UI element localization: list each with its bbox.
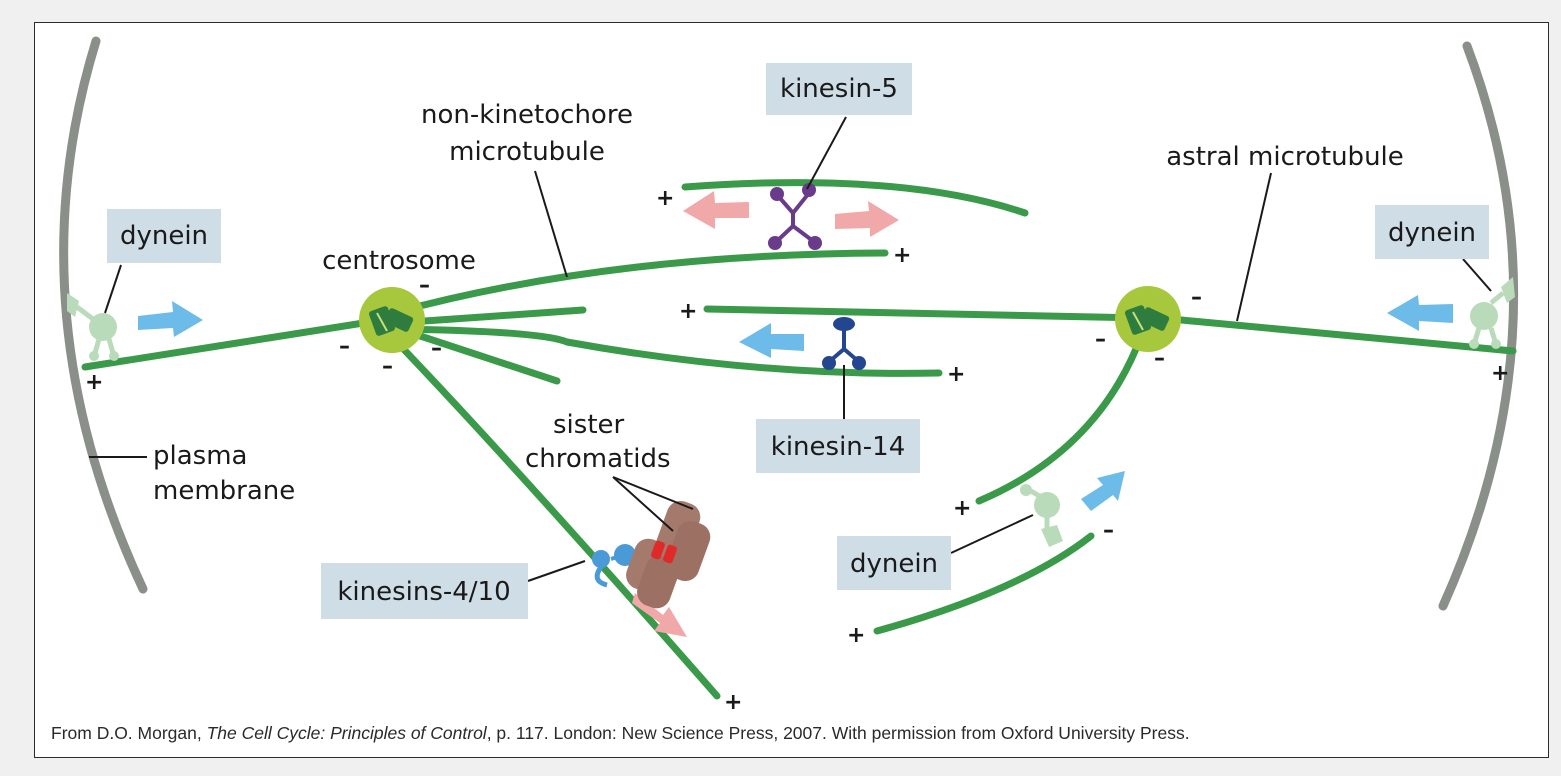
plus-sign: + bbox=[679, 299, 697, 324]
leader-dynein-left bbox=[104, 264, 122, 314]
minus-sign: – bbox=[1103, 518, 1114, 543]
plus-sign: + bbox=[85, 370, 103, 395]
plus-sign: + bbox=[1491, 361, 1509, 386]
plus-sign: + bbox=[893, 243, 911, 268]
plus-sign: + bbox=[953, 496, 971, 521]
polarity-signs: + – – – – + + + + – – – + + – + + bbox=[85, 186, 1509, 715]
caption-prefix: From D.O. Morgan, bbox=[51, 723, 207, 743]
minus-sign: – bbox=[419, 273, 430, 298]
minus-sign: – bbox=[339, 334, 350, 359]
arrow-dynein-right bbox=[1387, 295, 1453, 331]
centrosome-right bbox=[1115, 286, 1181, 352]
minus-sign: – bbox=[1154, 346, 1165, 371]
kinesins410-motor bbox=[592, 544, 636, 588]
minus-sign: – bbox=[431, 336, 442, 361]
plus-sign: + bbox=[947, 362, 965, 387]
dynein-right-label: dynein bbox=[1388, 218, 1476, 248]
kinesin14-label: kinesin-14 bbox=[771, 432, 905, 462]
non-kinetochore-microtubule-right-long bbox=[703, 305, 1147, 322]
dynein-left-label-box bbox=[107, 209, 221, 263]
overlap-microtubule-top bbox=[681, 179, 1029, 217]
leader-sister-a bbox=[612, 476, 674, 532]
dynein-motor-left bbox=[67, 293, 119, 361]
arrow-kinesin5-right bbox=[835, 201, 899, 237]
leader-kinesin5 bbox=[806, 116, 847, 190]
leader-non-kinetochore bbox=[534, 170, 568, 278]
arrow-kinesin5-left bbox=[683, 191, 749, 229]
non-kinetochore-microtubule-left-short bbox=[392, 306, 587, 327]
sister-chromatids bbox=[626, 500, 711, 609]
plus-sign: + bbox=[847, 623, 865, 648]
kinesin5-label-box bbox=[766, 63, 912, 115]
figure-frame: kinesin-5 non-kinetochore microtubule as… bbox=[34, 22, 1549, 758]
plus-sign: + bbox=[656, 186, 674, 211]
minus-sign: – bbox=[1095, 327, 1106, 352]
plus-sign: + bbox=[724, 690, 742, 715]
kinetochore-microtubule bbox=[387, 332, 721, 700]
non-kinetochore-label-line1: non-kinetochore bbox=[421, 100, 633, 130]
arrow-dynein-left bbox=[138, 301, 203, 337]
kinesins410-label-box bbox=[321, 563, 528, 619]
leader-dynein-bottom bbox=[950, 514, 1034, 554]
dynein-motor-right bbox=[1469, 277, 1515, 349]
leader-kinesins410 bbox=[527, 560, 586, 582]
microtubules bbox=[81, 179, 1517, 700]
leader-sister-b bbox=[612, 476, 694, 510]
plasma-membrane-label-line2: membrane bbox=[153, 476, 295, 506]
dynein-left-label: dynein bbox=[120, 221, 208, 251]
microtubule-bottom-right bbox=[873, 532, 1095, 635]
leader-dynein-right bbox=[1462, 258, 1492, 292]
source-caption: From D.O. Morgan, The Cell Cycle: Princi… bbox=[51, 723, 1190, 744]
non-kinetochore-label-line2: microtubule bbox=[449, 137, 605, 167]
leader-lines bbox=[89, 116, 1492, 582]
arrow-kinesin14 bbox=[739, 323, 804, 358]
microtubule-right-lower bbox=[975, 327, 1147, 505]
arrow-dynein-bottom bbox=[1081, 471, 1125, 511]
kinesin5-label: kinesin-5 bbox=[780, 74, 898, 104]
astral-microtubule-right bbox=[1145, 313, 1517, 355]
dynein-bottom-label: dynein bbox=[850, 549, 938, 579]
caption-book-title: The Cell Cycle: Principles of Control bbox=[206, 723, 487, 743]
sister-chromatids-label-line2: chromatids bbox=[525, 444, 671, 474]
plasma-membrane-label-line1: plasma bbox=[153, 441, 247, 471]
kinesin14-label-box bbox=[756, 419, 920, 473]
kinesin5-motor bbox=[768, 183, 822, 250]
dynein-motor-bottom bbox=[1020, 484, 1063, 547]
non-kinetochore-microtubule-left-mid bbox=[389, 325, 943, 377]
centrosome-label: centrosome bbox=[322, 246, 476, 276]
centrosome-left bbox=[359, 287, 425, 353]
astral-microtubule-left bbox=[81, 315, 393, 371]
astral-microtubule-label: astral microtubule bbox=[1166, 142, 1404, 172]
minus-sign: – bbox=[1191, 285, 1202, 310]
mitotic-spindle-diagram: kinesin-5 non-kinetochore microtubule as… bbox=[59, 36, 1519, 715]
plasma-membrane-left bbox=[59, 36, 148, 594]
kinesins410-label: kinesins-4/10 bbox=[337, 577, 510, 607]
leader-astral bbox=[1236, 172, 1272, 322]
non-kinetochore-microtubule-left-long bbox=[389, 249, 889, 317]
kinesin14-motor bbox=[822, 317, 866, 370]
caption-suffix: , p. 117. London: New Science Press, 200… bbox=[486, 723, 1190, 743]
minus-sign: – bbox=[382, 354, 393, 379]
sister-chromatids-label-line1: sister bbox=[553, 410, 625, 440]
dynein-bottom-label-box bbox=[837, 536, 951, 590]
plasma-membrane-right bbox=[1438, 41, 1519, 611]
dynein-right-label-box bbox=[1375, 205, 1489, 259]
